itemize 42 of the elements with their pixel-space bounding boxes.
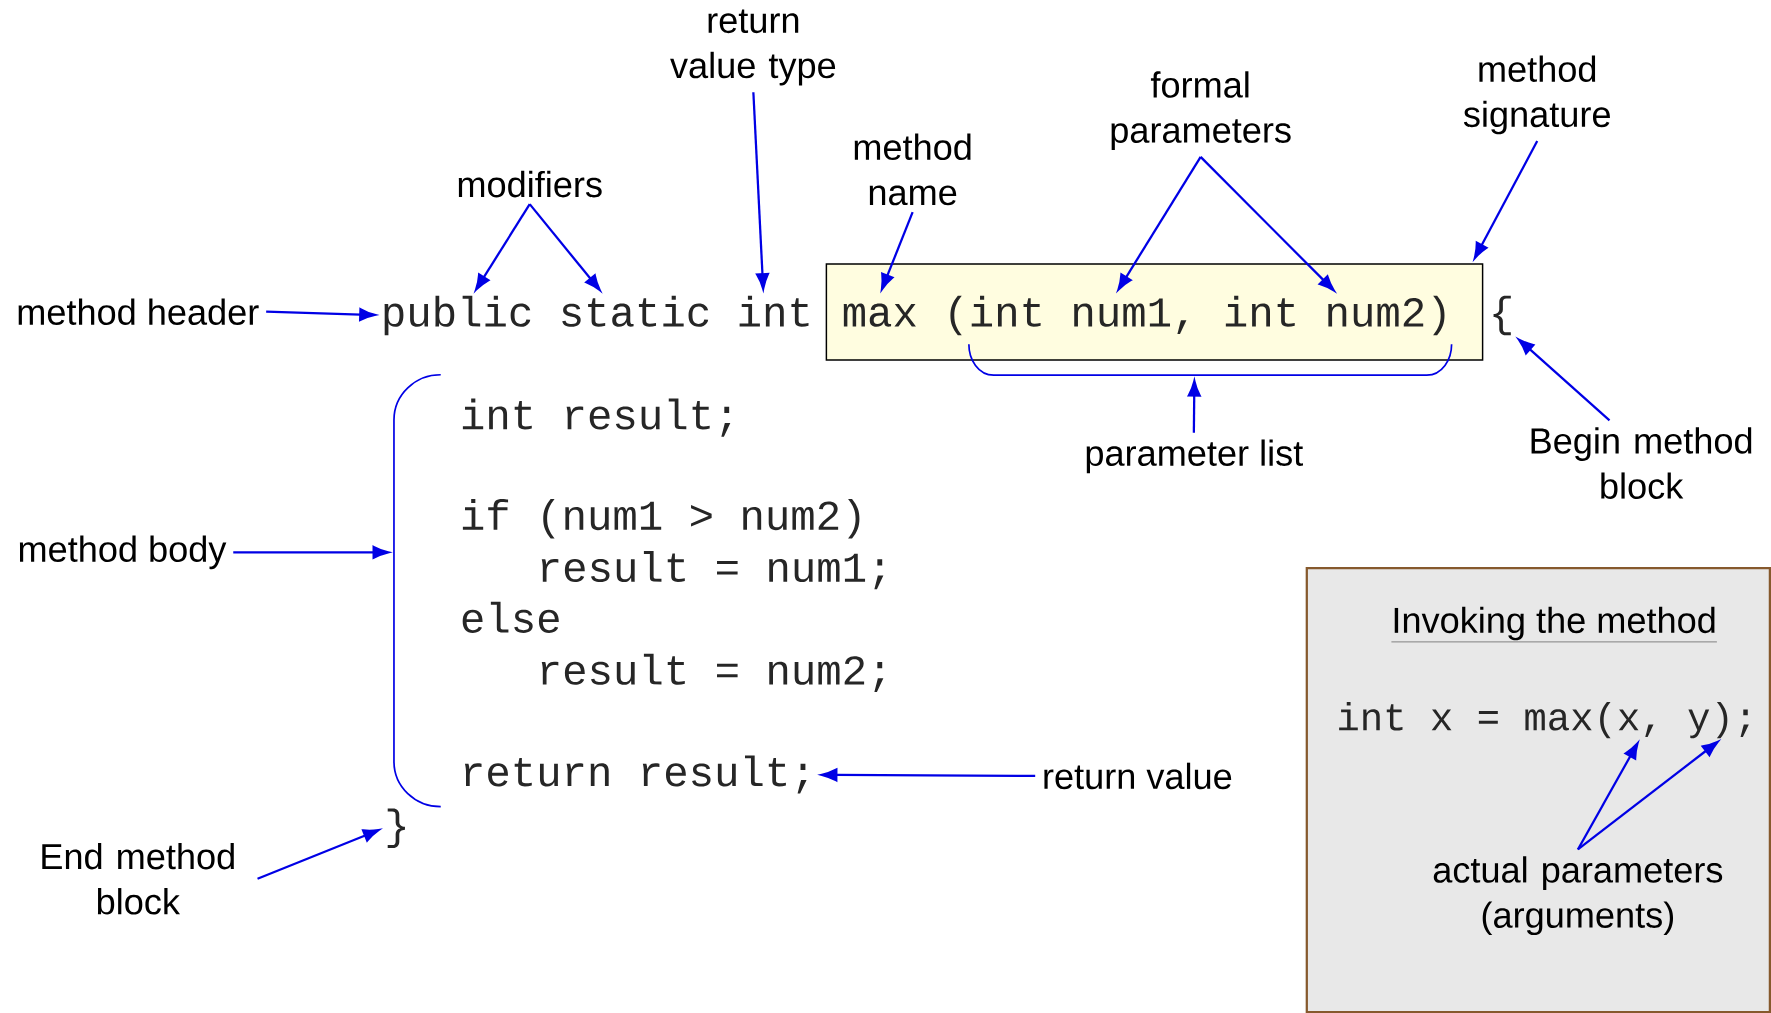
code-token: int <box>739 295 809 327</box>
annotation-label: method signature <box>1463 55 1610 135</box>
code-token: y); <box>1688 701 1749 739</box>
leader-line <box>1576 742 1639 850</box>
annotation-label: method header <box>18 298 259 325</box>
code-token: max <box>843 303 916 327</box>
code-token: x, <box>1618 709 1654 738</box>
bracket <box>968 343 1453 376</box>
annotation-label: formal parameters <box>1111 71 1291 151</box>
annotation-label: End method block <box>42 842 234 915</box>
annotation-label: method body <box>19 535 227 570</box>
code-line: result = num1; <box>541 550 884 590</box>
leader-line <box>1517 338 1611 422</box>
leader-line <box>1187 379 1201 433</box>
code-token: } <box>387 808 405 848</box>
code-token: int <box>1225 295 1295 327</box>
annotation-label: Begin method block <box>1531 427 1752 499</box>
leader-line <box>1577 740 1719 851</box>
annotation-label: return value type <box>670 9 836 86</box>
leader-line <box>1117 156 1202 291</box>
highlight-box <box>825 263 1484 361</box>
leader-line <box>1199 156 1335 292</box>
leader-line <box>474 203 531 291</box>
code-line: result = num2; <box>541 653 884 692</box>
leader-line <box>1473 140 1539 259</box>
annotation-label: modifiers <box>458 170 602 198</box>
code-token: static <box>562 295 709 327</box>
annotation-label: method name <box>854 133 971 206</box>
leader-line <box>820 768 1036 782</box>
annotation-label: actual parameters (arguments) <box>1433 856 1723 936</box>
annotation-label: parameter list <box>1086 439 1303 474</box>
code-token: public <box>384 295 531 336</box>
code-token: num1, <box>1074 298 1187 334</box>
code-token: num2) <box>1328 295 1445 336</box>
curly-bracket <box>393 373 442 808</box>
code-token: { <box>1493 295 1511 336</box>
leader-line <box>880 211 914 291</box>
code-token: int x = max( <box>1339 701 1611 739</box>
leader-line <box>233 545 390 559</box>
code-token: (int <box>950 295 1041 336</box>
code-line: return result; <box>464 755 807 794</box>
annotation-label: return value <box>1044 762 1232 790</box>
